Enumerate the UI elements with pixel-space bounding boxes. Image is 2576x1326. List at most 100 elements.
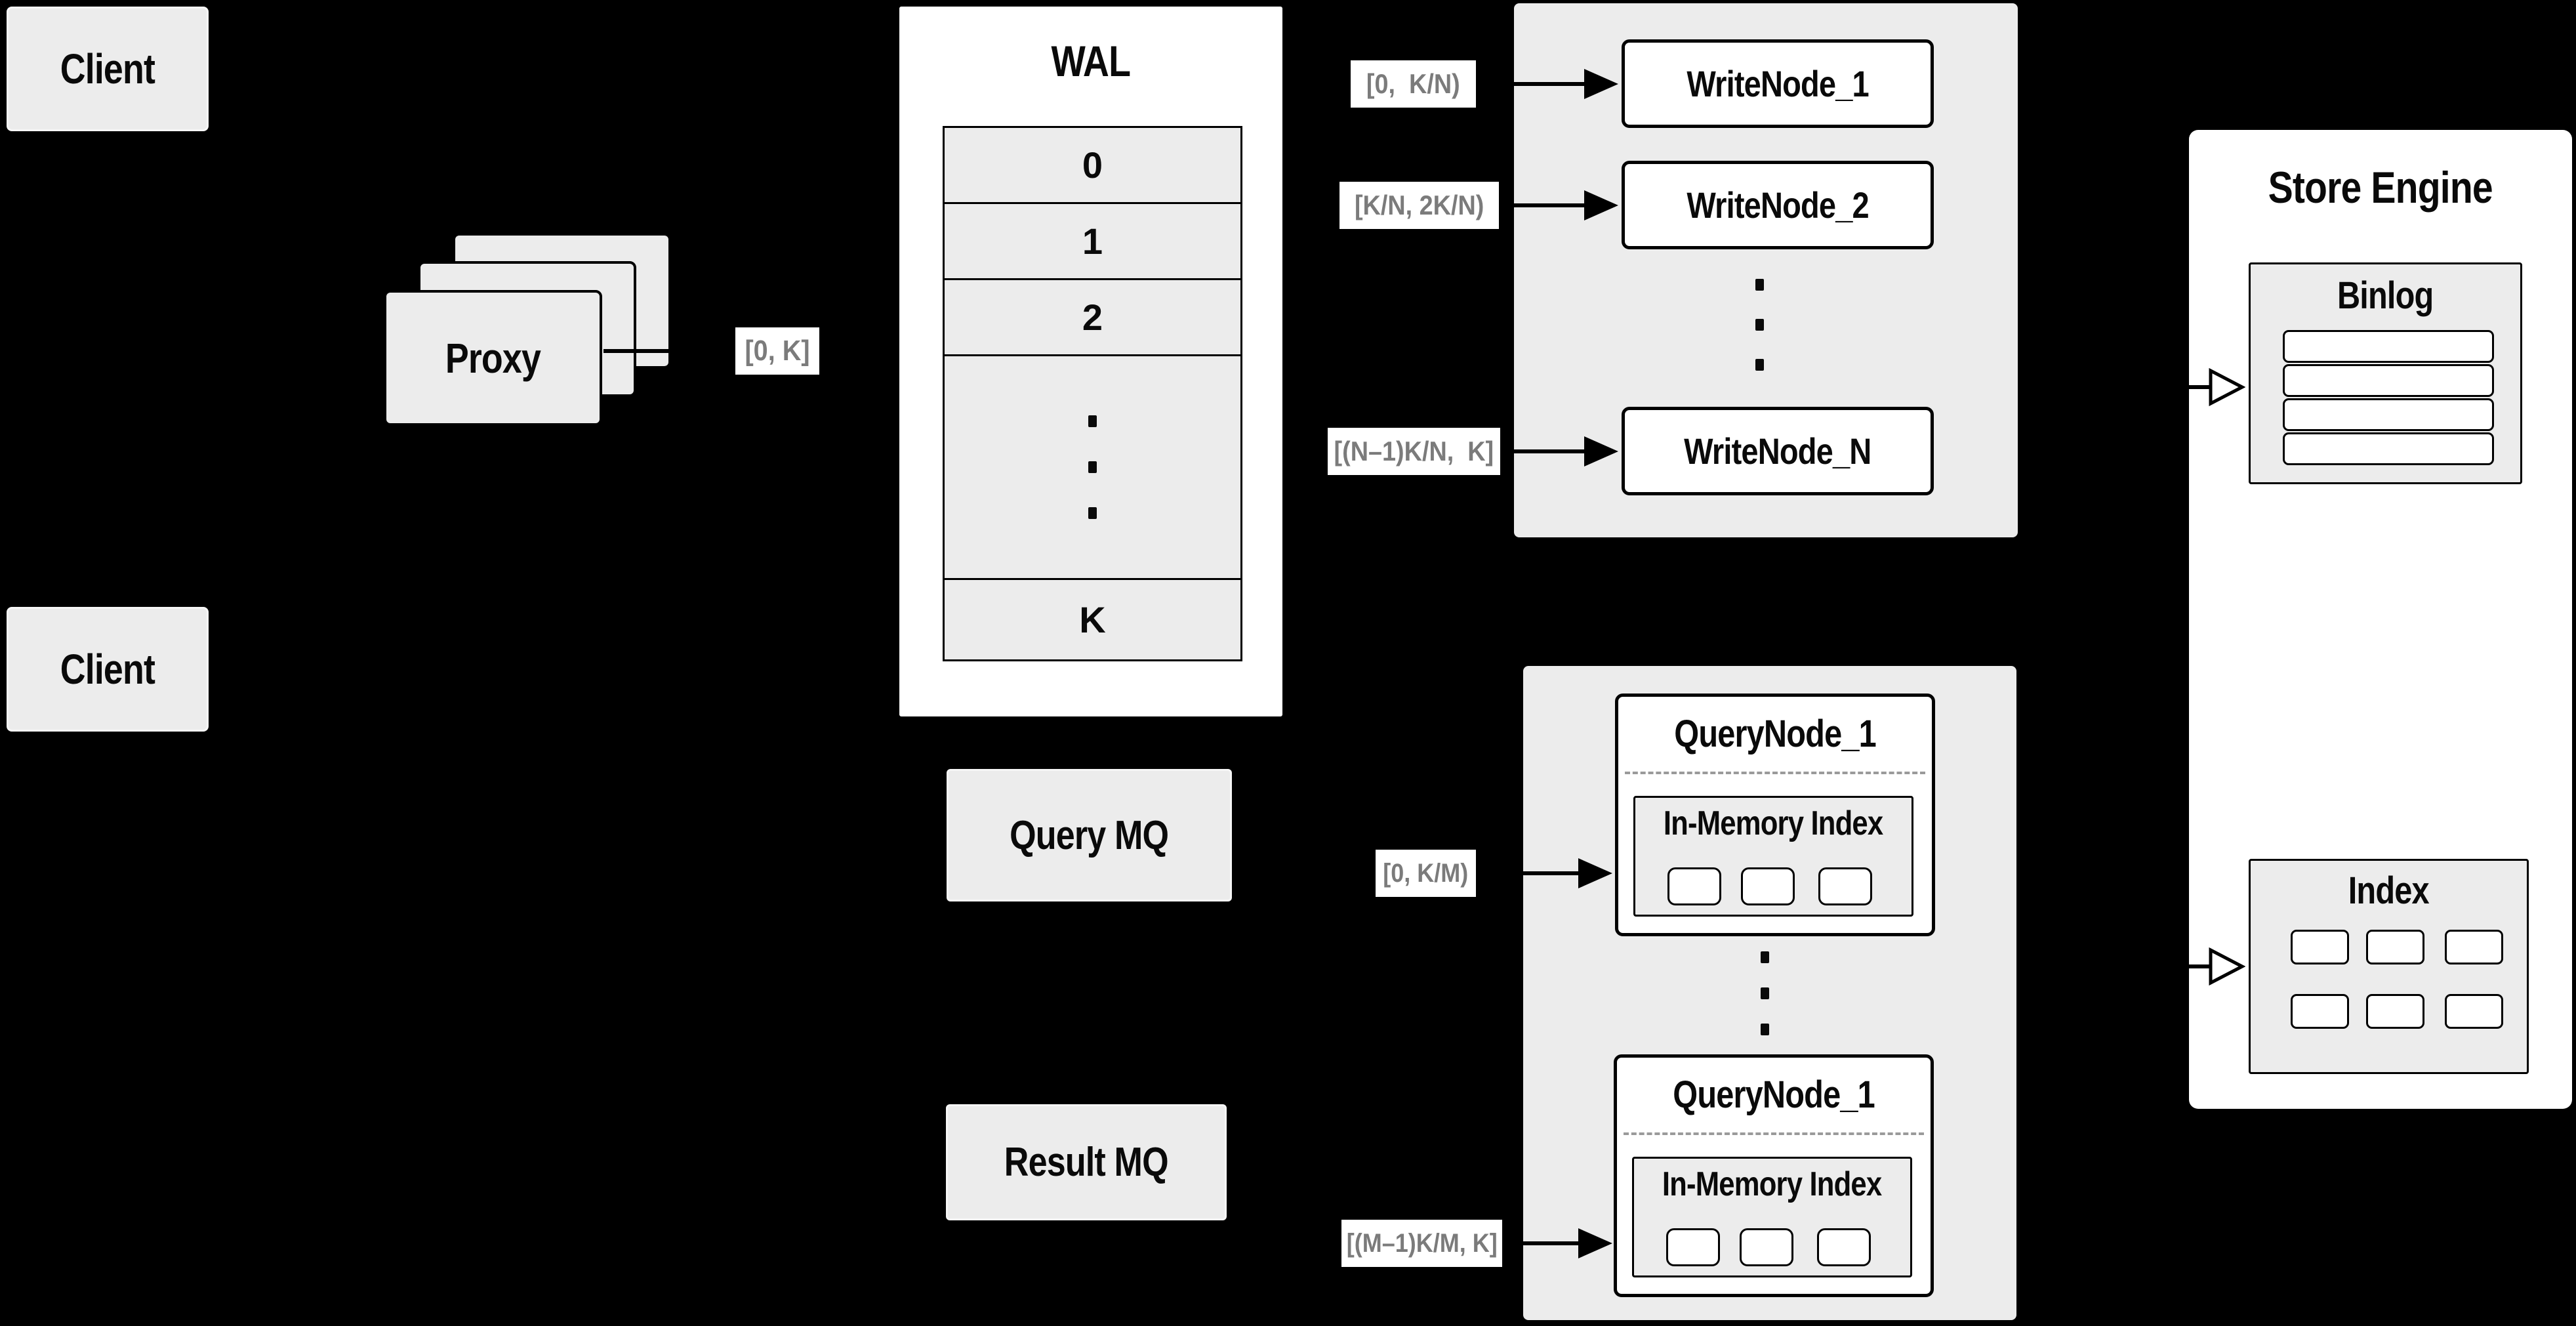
proxy-label: Proxy <box>445 334 541 382</box>
arrow-shaft <box>1476 82 1587 86</box>
edge-label-writenode-2-text: [K/N, 2K/N) <box>1354 190 1484 220</box>
binlog-row <box>2283 364 2494 397</box>
index-cell <box>2445 994 2503 1029</box>
index-title: Index <box>2348 869 2430 912</box>
arrow-head <box>862 336 896 366</box>
write-node-1-box: WriteNode_1 <box>1622 39 1934 128</box>
write-node-2-label: WriteNode_2 <box>1687 184 1869 226</box>
result-mq-box: Result MQ <box>946 1104 1227 1220</box>
wal-segment-table: 0 1 2 K <box>943 126 1242 661</box>
segment-cell <box>1740 1228 1793 1266</box>
arrow-shaft <box>1502 1241 1582 1245</box>
arrow-to-writenode-1 <box>1476 69 1618 99</box>
arrow-to-binlog <box>2158 367 2245 407</box>
client-bottom-box: Client <box>7 607 209 732</box>
index-cell <box>2291 930 2349 964</box>
edge-label-proxy-wal: [0, K] <box>735 327 819 375</box>
edge-label-writenode-1: [0, K/N) <box>1351 60 1476 108</box>
arrow-head <box>1584 190 1618 220</box>
dashed-divider <box>1624 1132 1924 1135</box>
write-node-n-label: WriteNode_N <box>1684 430 1871 472</box>
hollow-arrow-head-icon <box>2209 367 2245 407</box>
arrow-proxy-to-wal <box>603 336 896 366</box>
write-nodes-ellipsis <box>1755 279 1764 371</box>
arrow-to-writenode-n <box>1500 436 1618 466</box>
query-nodes-ellipsis <box>1761 951 1769 1035</box>
result-mq-label: Result MQ <box>1004 1140 1169 1185</box>
index-cell <box>2445 930 2503 964</box>
ellipsis-dot-icon <box>1761 1024 1769 1035</box>
ellipsis-dot-icon <box>1088 461 1097 473</box>
edge-label-writenode-1-text: [0, K/N) <box>1366 68 1460 99</box>
index-cell <box>2366 994 2424 1029</box>
ellipsis-dot-icon <box>1088 507 1097 519</box>
edge-label-querynode-m-text: [(M–1)K/M, K] <box>1346 1228 1498 1258</box>
in-memory-index-top-box: In-Memory Index <box>1633 796 1913 917</box>
wal-segment-row-2: 2 <box>945 280 1240 356</box>
query-node-top-title: QueryNode_1 <box>1674 712 1876 755</box>
hollow-arrow-head-icon <box>2209 947 2245 986</box>
client-bottom-label: Client <box>60 646 155 693</box>
in-memory-index-top-title: In-Memory Index <box>1664 804 1883 842</box>
edge-label-querynode-1-text: [0, K/M) <box>1383 858 1469 888</box>
client-top-label: Client <box>60 45 155 93</box>
ellipsis-dot-icon <box>1755 279 1764 291</box>
edge-label-proxy-wal-text: [0, K] <box>745 335 810 367</box>
query-node-top-box: QueryNode_1 In-Memory Index <box>1615 694 1935 936</box>
arrow-to-querynode-m <box>1502 1228 1612 1258</box>
index-cell <box>2366 930 2424 964</box>
write-node-n-box: WriteNode_N <box>1622 407 1934 495</box>
store-engine-panel: Store Engine Binlog Index <box>2189 130 2572 1109</box>
store-engine-title: Store Engine <box>2268 163 2493 213</box>
arrow-head <box>1584 436 1618 466</box>
wal-box: WAL 0 1 2 K <box>897 5 1284 718</box>
segment-cell <box>1741 867 1795 905</box>
arrow-shaft <box>2158 385 2212 389</box>
index-cell <box>2291 994 2349 1029</box>
write-node-2-box: WriteNode_2 <box>1622 161 1934 249</box>
binlog-title: Binlog <box>2337 274 2434 317</box>
edge-label-querynode-m: [(M–1)K/M, K] <box>1341 1220 1502 1267</box>
arrow-head <box>1578 858 1612 888</box>
ellipsis-dot-icon <box>1755 319 1764 331</box>
ellipsis-dot-icon <box>1088 415 1097 427</box>
arrow-shaft <box>1499 203 1587 207</box>
in-memory-index-bottom-box: In-Memory Index <box>1632 1157 1912 1277</box>
arrow-head <box>1584 69 1618 99</box>
proxy-card-front: Proxy <box>384 290 602 426</box>
wal-segment-row-k: K <box>1079 599 1106 640</box>
proxy-stack: Proxy <box>384 233 671 426</box>
query-node-bottom-title: QueryNode_1 <box>1673 1073 1875 1116</box>
wal-segment-row-1: 1 <box>945 204 1240 280</box>
wal-segment-row-0: 0 <box>945 128 1240 204</box>
edge-label-querynode-1: [0, K/M) <box>1376 850 1476 897</box>
arrow-to-querynode-1 <box>1476 858 1612 888</box>
binlog-row <box>2283 398 2494 431</box>
edge-label-writenode-2: [K/N, 2K/N) <box>1339 182 1499 229</box>
in-memory-index-bottom-title: In-Memory Index <box>1662 1165 1882 1203</box>
binlog-row <box>2283 330 2494 363</box>
arrow-to-writenode-2 <box>1499 190 1618 220</box>
binlog-box: Binlog <box>2249 262 2522 484</box>
index-box: Index <box>2249 859 2529 1074</box>
edge-label-writenode-n-text: [(N–1)K/N, K] <box>1334 436 1494 466</box>
wal-title: WAL <box>1051 37 1131 85</box>
binlog-row <box>2283 432 2494 465</box>
ellipsis-dot-icon <box>1761 951 1769 963</box>
segment-cell <box>1667 867 1721 905</box>
wal-ellipsis-row <box>945 356 1240 580</box>
dashed-divider <box>1625 772 1925 774</box>
ellipsis-dot-icon <box>1761 987 1769 999</box>
write-node-1-label: WriteNode_1 <box>1687 63 1869 104</box>
arrow-shaft <box>2158 964 2212 968</box>
ellipsis-dot-icon <box>1755 359 1764 371</box>
segment-cell <box>1666 1228 1720 1266</box>
client-top-box: Client <box>7 7 209 131</box>
query-mq-label: Query MQ <box>1010 812 1169 858</box>
edge-label-writenode-n: [(N–1)K/N, K] <box>1328 428 1500 475</box>
query-node-bottom-box: QueryNode_1 In-Memory Index <box>1614 1054 1934 1297</box>
arrow-shaft <box>603 349 862 353</box>
segment-cell <box>1817 1228 1871 1266</box>
arrow-head <box>1578 1228 1612 1258</box>
